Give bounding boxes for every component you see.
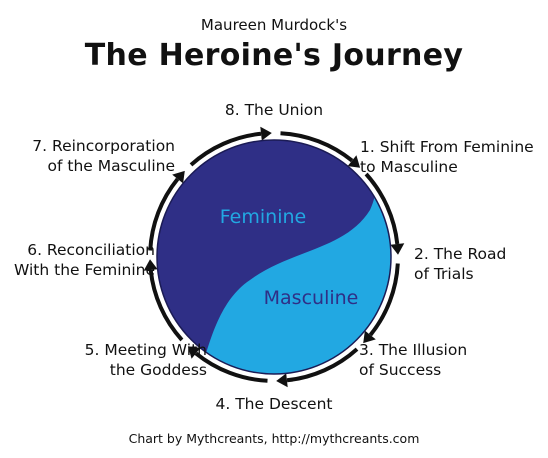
author-line: Maureen Murdock's [200, 16, 348, 34]
cycle-arc-segment [368, 263, 400, 337]
yin-yang-circle [157, 140, 391, 374]
stage-3-label: 3. The Illusion of Success [359, 341, 468, 379]
stage-7-label: 7. Reincorporation of the Masculine [32, 137, 175, 175]
cycle-arc-segment [364, 172, 400, 245]
cycle-arc-segment [148, 177, 180, 251]
cycle-arrowhead-icon [187, 346, 201, 359]
masculine-label: Masculine [264, 287, 359, 309]
cycle-arrowhead-icon [390, 243, 405, 255]
cycle-arrowhead-icon [276, 373, 288, 388]
credit-line: Chart by Mythcreants, http://mythcreants… [128, 431, 420, 446]
stage-5-label: 5. Meeting With the Goddess [84, 341, 207, 379]
cycle-arc-segment [280, 131, 354, 163]
cycle-arrowhead-icon [260, 126, 272, 141]
stage-2-label: 2. The Road of Trials [414, 245, 507, 283]
circle-outline [156, 139, 392, 375]
cycle-arrowhead-icon [143, 259, 158, 271]
feminine-label: Feminine [220, 206, 306, 228]
stage-1-label: 1. Shift From Feminine to Masculine [360, 138, 534, 176]
cycle-arrowhead-icon [363, 330, 376, 344]
feminine-half [157, 140, 376, 374]
cycle-arc-segment [148, 269, 184, 342]
cycle-arc-segment [189, 131, 262, 167]
page-title: The Heroine's Journey [84, 38, 464, 73]
stage-8-label: 8. The Union [224, 101, 324, 119]
cycle-arc-segment [286, 347, 359, 383]
cycle-arrowhead-icon [347, 155, 361, 168]
stage-4-label: 4. The Descent [215, 395, 333, 413]
cycle-arrowhead-icon [172, 170, 185, 184]
cycle-arc-segment [194, 351, 268, 383]
stage-6-label: 6. Reconciliation With the Feminine [14, 241, 155, 279]
cycle-arrow-ring [143, 126, 405, 388]
